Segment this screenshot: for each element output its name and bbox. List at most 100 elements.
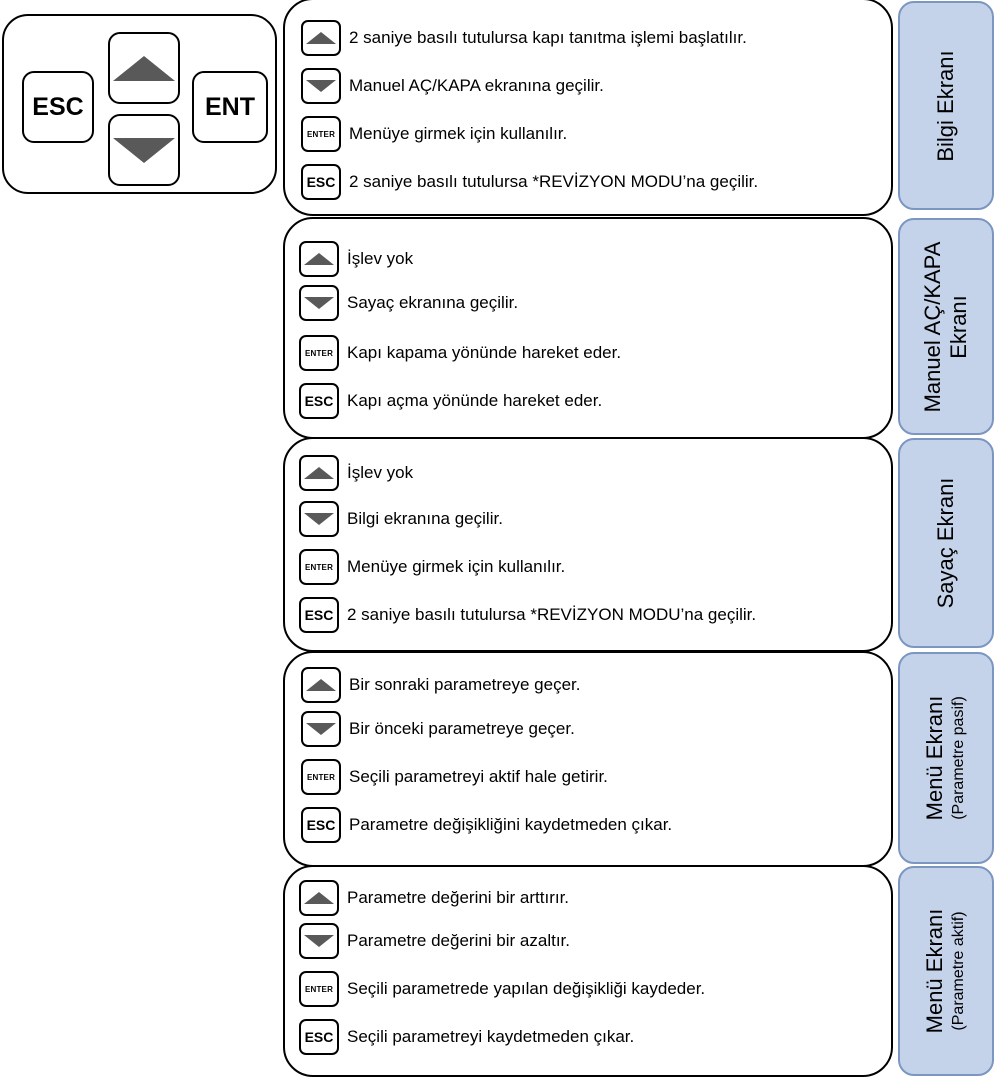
key-function-row: Bir sonraki parametreye geçer. <box>301 667 581 703</box>
key-function-row: 2 saniye basılı tutulursa kapı tanıtma i… <box>301 20 747 56</box>
keypad: ESC ENT <box>2 14 277 194</box>
key-function-text: Kapı açma yönünde hareket eder. <box>347 391 603 410</box>
screen-label-title: Sayaç Ekranı <box>933 477 958 609</box>
screen-panel: Parametre değerini bir arttırır. Parametr… <box>283 865 893 1077</box>
key-function-text: Parametre değerini bir arttırır. <box>347 888 570 907</box>
key-function-text: 2 saniye basılı tutulursa *REVİZYON MODU… <box>347 605 757 624</box>
enter-key-label: ENTER <box>304 348 334 358</box>
up-triangle <box>304 467 334 479</box>
down-triangle <box>304 935 334 947</box>
key-function-row: ENTER Menüye girmek için kullanılır. <box>299 549 565 585</box>
down-arrow-icon <box>301 68 341 104</box>
key-function-text: Bir sonraki parametreye geçer. <box>349 675 581 694</box>
key-function-text: Menüye girmek için kullanılır. <box>349 124 568 143</box>
key-function-text: 2 saniye basılı tutulursa *REVİZYON MODU… <box>349 172 759 191</box>
enter-key-icon: ENTER <box>299 549 339 585</box>
screen-panel: Bir sonraki parametreye geçer. Bir önceki… <box>283 651 893 867</box>
up-arrow-icon <box>299 880 339 916</box>
screen-label-subtitle: (Parametre pasif) <box>950 696 967 820</box>
key-function-text: Bir önceki parametreye geçer. <box>349 719 575 738</box>
enter-key-label: ENTER <box>306 772 336 782</box>
esc-key-icon: ESC <box>299 597 339 633</box>
key-function-row: ENTER Seçili parametreyi aktif hale getir… <box>301 759 608 795</box>
esc-key-label: ESC <box>32 92 84 121</box>
screen-label: Menü Ekranı(Parametre pasif) <box>922 696 970 821</box>
down-triangle <box>306 723 336 735</box>
key-function-text: İşlev yok <box>347 249 414 268</box>
down-triangle <box>306 80 336 92</box>
ent-key[interactable]: ENT <box>192 71 268 143</box>
key-function-row: İşlev yok <box>299 455 413 491</box>
screen-label-title: Bilgi Ekranı <box>933 49 958 162</box>
up-arrow-icon <box>299 455 339 491</box>
esc-key[interactable]: ESC <box>22 71 94 143</box>
enter-key-label: ENTER <box>304 984 334 994</box>
up-triangle <box>304 892 334 904</box>
screen-label: Bilgi Ekranı <box>933 50 959 161</box>
screen-label-tab: Menü Ekranı(Parametre aktif) <box>898 866 994 1076</box>
key-function-text: Seçili parametreyi aktif hale getirir. <box>349 767 608 786</box>
up-triangle <box>306 679 336 691</box>
enter-key-icon: ENTER <box>299 971 339 1007</box>
ent-key-label: ENT <box>205 92 255 121</box>
key-function-row: ESC Seçili parametreyi kaydetmeden çıkar. <box>299 1019 634 1055</box>
key-function-text: Parametre değişikliğini kaydetmeden çıka… <box>349 815 673 834</box>
down-arrow-icon <box>299 501 339 537</box>
esc-key-label: ESC <box>304 607 334 623</box>
up-arrow-icon <box>301 20 341 56</box>
key-function-row: Parametre değerini bir azaltır. <box>299 923 570 959</box>
key-function-row: Bir önceki parametreye geçer. <box>301 711 575 747</box>
enter-key-icon: ENTER <box>301 759 341 795</box>
screen-label: Sayaç Ekranı <box>933 478 959 609</box>
esc-key-icon: ESC <box>301 164 341 200</box>
key-function-row: ENTER Seçili parametrede yapılan değişikl… <box>299 971 705 1007</box>
enter-key-icon: ENTER <box>299 335 339 371</box>
screen-label-title: Menü Ekranı <box>922 908 947 1034</box>
key-function-text: Seçili parametreyi kaydetmeden çıkar. <box>347 1027 635 1046</box>
key-function-row: Manuel AÇ/KAPA ekranına geçilir. <box>301 68 604 104</box>
screen-label-tab: Bilgi Ekranı <box>898 1 994 210</box>
key-function-text: Manuel AÇ/KAPA ekranına geçilir. <box>349 76 604 95</box>
screen-label-title: Ekranı <box>946 294 971 359</box>
key-function-row: Bilgi ekranına geçilir. <box>299 501 503 537</box>
up-triangle <box>306 32 336 44</box>
key-function-row: ESC 2 saniye basılı tutulursa *REVİZYON M… <box>301 164 758 200</box>
screen-label-title: Menü Ekranı <box>922 695 947 821</box>
screen-label-subtitle: (Parametre aktif) <box>950 911 967 1031</box>
down-triangle <box>304 297 334 309</box>
key-function-row: ESC 2 saniye basılı tutulursa *REVİZYON M… <box>299 597 756 633</box>
down-arrow-icon <box>113 137 175 163</box>
up-arrow-icon <box>299 241 339 277</box>
up-arrow-icon <box>113 55 175 81</box>
esc-key-label: ESC <box>306 817 336 833</box>
down-arrow-icon <box>299 923 339 959</box>
esc-key-icon: ESC <box>299 383 339 419</box>
screen-label-tab: Sayaç Ekranı <box>898 438 994 648</box>
esc-key-icon: ESC <box>299 1019 339 1055</box>
up-key[interactable] <box>108 32 180 104</box>
screen-panel: 2 saniye basılı tutulursa kapı tanıtma i… <box>283 0 893 216</box>
key-function-row: ESC Kapı açma yönünde hareket eder. <box>299 383 602 419</box>
key-function-row: İşlev yok <box>299 241 413 277</box>
esc-key-label: ESC <box>304 393 334 409</box>
key-function-text: Sayaç ekranına geçilir. <box>347 293 519 312</box>
key-function-text: Parametre değerini bir azaltır. <box>347 931 570 950</box>
enter-key-label: ENTER <box>304 562 334 572</box>
down-triangle <box>304 513 334 525</box>
key-function-text: Seçili parametrede yapılan değişikliği k… <box>347 979 706 998</box>
down-key[interactable] <box>108 114 180 186</box>
key-function-row: Parametre değerini bir arttırır. <box>299 880 569 916</box>
down-arrow-icon <box>299 285 339 321</box>
screen-label: Menü Ekranı(Parametre aktif) <box>922 909 970 1034</box>
key-function-text: Bilgi ekranına geçilir. <box>347 509 503 528</box>
esc-key-label: ESC <box>304 1029 334 1045</box>
screen-label-title: Manuel AÇ/KAPA <box>920 241 945 412</box>
key-function-row: Sayaç ekranına geçilir. <box>299 285 518 321</box>
key-function-text: Kapı kapama yönünde hareket eder. <box>347 343 622 362</box>
key-function-text: Menüye girmek için kullanılır. <box>347 557 566 576</box>
